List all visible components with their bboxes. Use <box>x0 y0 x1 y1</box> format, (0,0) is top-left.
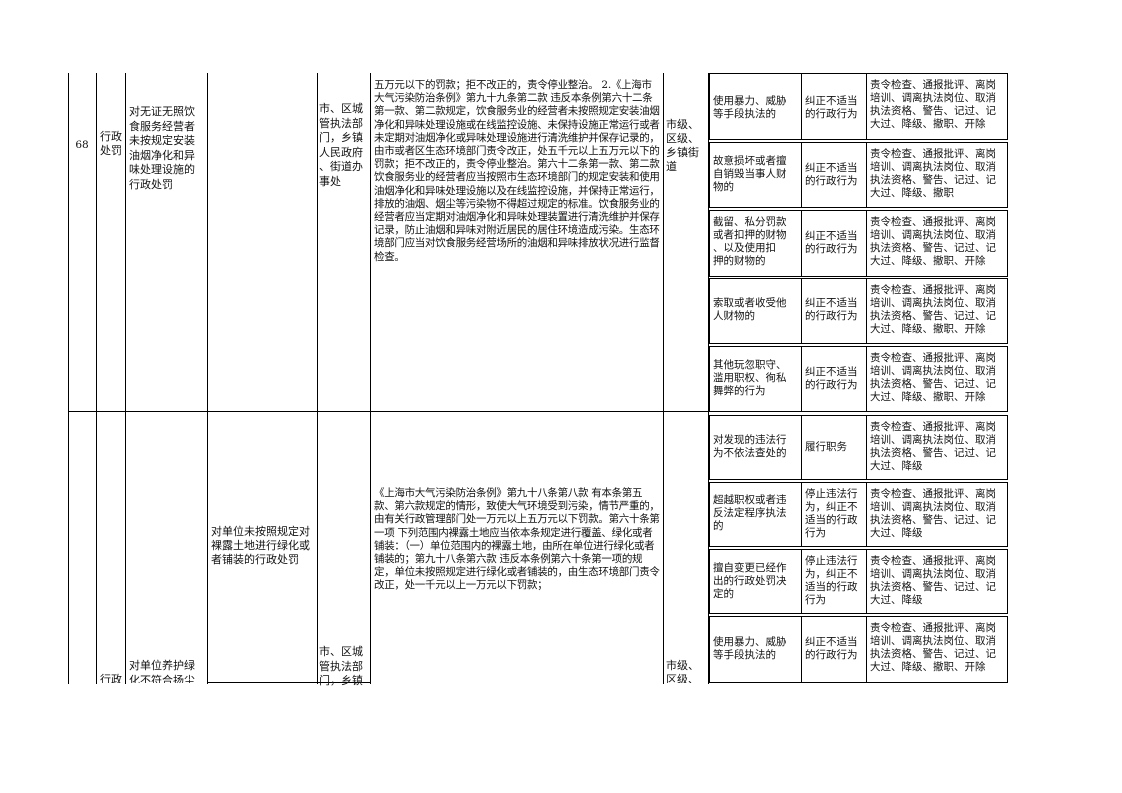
penalty-box <box>866 482 1008 547</box>
grid-line <box>663 73 664 684</box>
grid-line <box>125 73 126 684</box>
penalty-box <box>866 616 1008 683</box>
grid-line <box>96 73 97 684</box>
row-number: 68 <box>75 139 89 151</box>
item-cell-2: 对单位养护绿 化不符合扬尘 <box>129 659 195 683</box>
penalty-box <box>866 278 1008 344</box>
grid-line <box>68 411 709 412</box>
measure-text: 纠正不适当 的行政行为 <box>805 162 858 187</box>
measure-text: 停止违法行 为，纠正不 适当的行政 行为 <box>805 488 858 539</box>
penalty-box <box>866 73 1008 140</box>
grid-line <box>708 73 709 684</box>
penalty-text: 责令检查、通报批评、离岗 培训、调离执法岗位、取消 执法资格、警告、记过、记 大… <box>870 421 996 472</box>
situation-text: 超越职权或者违 反法定程序执法 的 <box>713 494 787 532</box>
measure-text: 纠正不适当 的行政行为 <box>805 636 858 661</box>
grid-line <box>207 73 208 684</box>
situation-text: 对发现的违法行 为不依法查处的 <box>713 434 787 459</box>
penalty-text: 责令检查、通报批评、离岗 培训、调离执法岗位、取消 执法资格、警告、记过、记 大… <box>870 352 996 403</box>
subject-cell-2: 市、区城 管执法部 门，乡镇 <box>319 645 363 687</box>
basis-cell-2: 《上海市大气污染防治条例》第九十八条第八款 有本条第五款、第六款规定的情形，致使… <box>374 487 660 592</box>
penalty-box <box>866 549 1008 614</box>
level-cell: 市级、 区级、 乡镇街 道 <box>666 118 699 173</box>
situation-text: 使用暴力、威胁 等手段执法的 <box>713 636 787 661</box>
penalty-text: 责令检查、通报批评、离岗 培训、调离执法岗位、取消 执法资格、警告、记过、记 大… <box>870 216 996 267</box>
situation-text: 截留、私分罚款 或者扣押的财物 、以及使用扣 押的财物的 <box>713 216 787 267</box>
penalty-box <box>866 346 1008 412</box>
situation-text: 故意损坏或者擅 自销毁当事人财 物的 <box>713 155 787 193</box>
measure-text: 纠正不适当 的行政行为 <box>805 297 858 322</box>
situation-text: 索取或者收受他 人财物的 <box>713 297 787 322</box>
penalty-text: 责令检查、通报批评、离岗 培训、调离执法岗位、取消 执法资格、警告、记过、记 大… <box>870 79 996 130</box>
situation-text: 其他玩忽职守、 滥用职权、徇私 舞弊的行为 <box>713 359 787 397</box>
penalty-text: 责令检查、通报批评、离岗 培训、调离执法岗位、取消 执法资格、警告、记过、记 大… <box>870 555 996 606</box>
penalty-box <box>866 210 1008 277</box>
level-cell-2: 市级、 区级、 <box>666 659 699 683</box>
grid-line <box>370 73 371 684</box>
penalty-text: 责令检查、通报批评、离岗 培训、调离执法岗位、取消 执法资格、警告、记过、记 大… <box>870 284 996 335</box>
category-cell-2: 行政 <box>100 673 122 683</box>
basis-cell: 五万元以下的罚款；拒不改正的，责令停业整治。 2.《上海市大气污染防治条例》第九… <box>374 79 660 263</box>
grid-line <box>68 73 69 684</box>
measure-text: 停止违法行 为，纠正不 适当的行政 行为 <box>805 555 858 606</box>
penalty-text: 责令检查、通报批评、离岗 培训、调离执法岗位、取消 执法资格、警告、记过、记 大… <box>870 488 996 539</box>
grid-line <box>317 73 318 684</box>
measure-text: 纠正不适当 的行政行为 <box>805 95 858 120</box>
penalty-text: 责令检查、通报批评、离岗 培训、调离执法岗位、取消 执法资格、警告、记过、记 大… <box>870 622 996 673</box>
penalty-box <box>866 142 1008 208</box>
sub-item-cell: 对单位未按照规定对 裸露土地进行绿化或 者铺装的行政处罚 <box>211 525 310 566</box>
measure-text: 履行职务 <box>805 441 847 453</box>
situation-text: 使用暴力、威胁 等手段执法的 <box>713 95 787 120</box>
measure-text: 纠正不适当 的行政行为 <box>805 230 858 255</box>
item-cell: 对无证无照饮 食服务经营者 未按规定安装 油烟净化和异 味处理设施的 行政处罚 <box>129 105 195 191</box>
category-cell: 行政 处罚 <box>100 130 122 157</box>
grid-line <box>207 682 371 683</box>
penalty-text: 责令检查、通报批评、离岗 培训、调离执法岗位、取消 执法资格、警告、记过、记 大… <box>870 148 996 199</box>
subject-cell: 市、区城 管执法部 门，乡镇 人民政府 、街道办 事处 <box>319 102 363 188</box>
penalty-box <box>866 415 1008 480</box>
situation-text: 擅自变更已经作 出的行政处罚决 定的 <box>713 562 787 600</box>
measure-text: 纠正不适当 的行政行为 <box>805 366 858 391</box>
